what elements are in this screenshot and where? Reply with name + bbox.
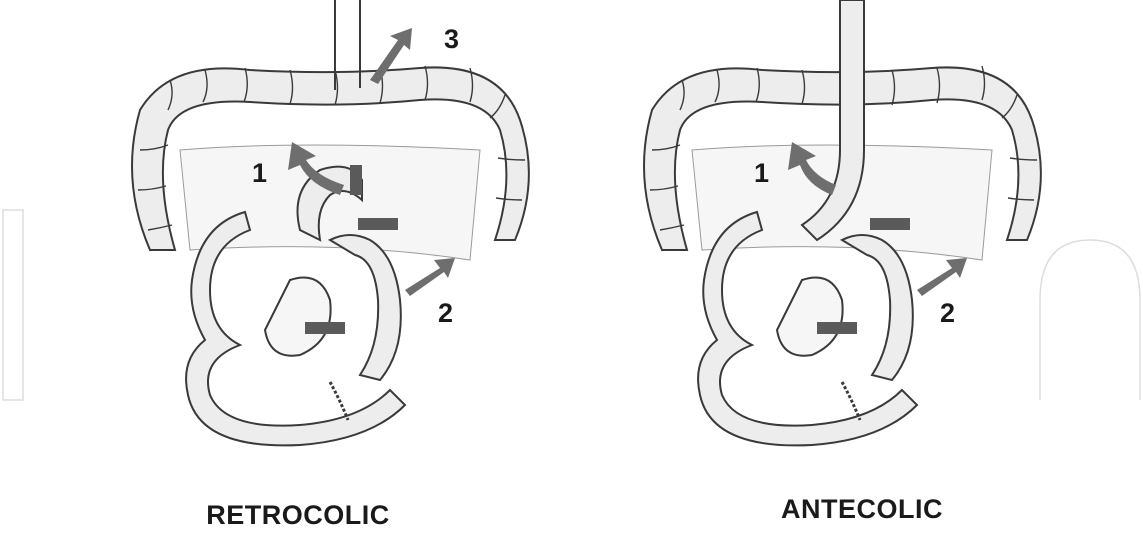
label-2: 2 [940,298,955,328]
arrow-2 [917,258,967,296]
caption-retrocolic: RETROCOLIC [148,500,448,531]
label-3: 3 [444,24,459,54]
arrow-2 [405,258,455,296]
label-2: 2 [438,298,453,328]
staple-line [842,382,860,420]
antecolic-illustration: 1 2 [572,0,1143,536]
retrocolic-illustration: 1 2 3 [0,0,571,536]
antecolic-figure: 1 2 ANTECOLIC [572,0,1143,536]
label-1: 1 [754,158,769,188]
retrocolic-figure: 1 2 3 RETROCOLIC [0,0,571,536]
label-1: 1 [252,158,267,188]
staple-line [330,382,348,420]
caption-antecolic: ANTECOLIC [712,494,1012,525]
